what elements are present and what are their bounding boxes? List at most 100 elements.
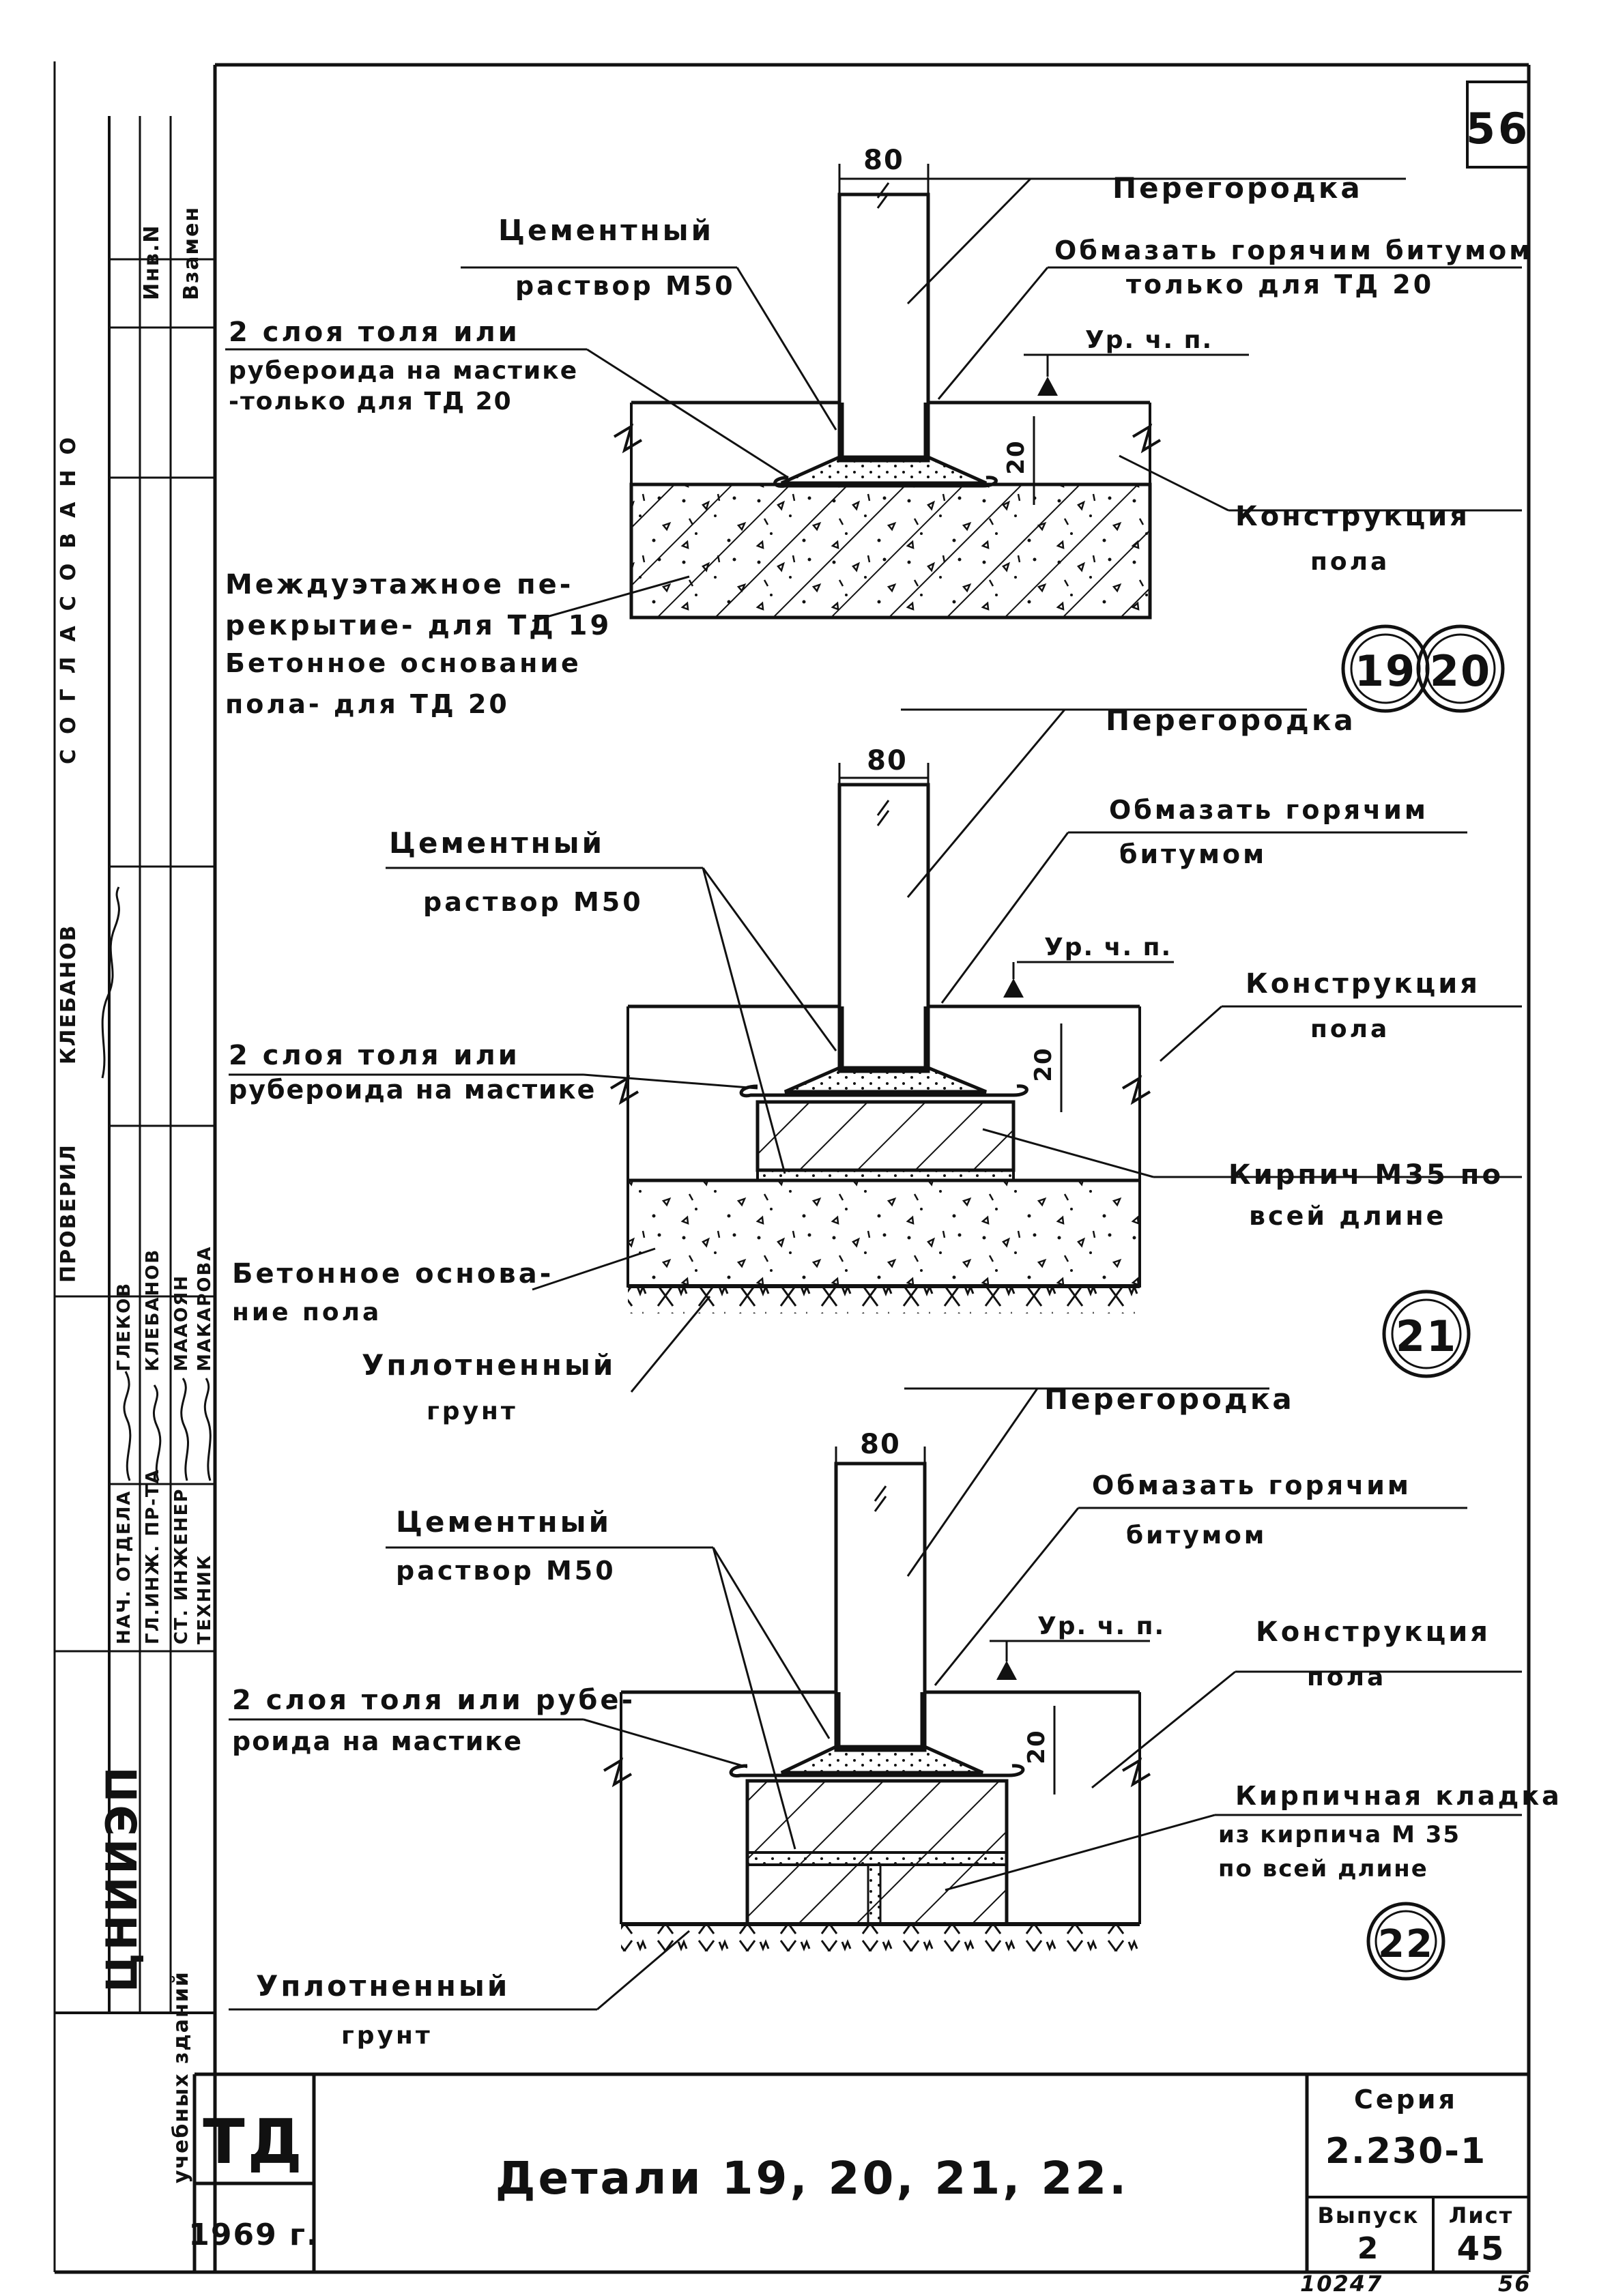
page-number-bottom: 56 [1498,2271,1531,2296]
coat-label-2a: Обмазать горячим [1109,795,1428,825]
stamp-checker-name: КЛЕБАНОВ [57,925,81,1065]
issue-value: 2 [1357,2231,1380,2266]
stamp-institute: ЦНИИЭП [97,1764,147,1992]
coat-label-3a: Обмазать горячим [1092,1470,1411,1500]
detail-mark-21: 21 [1382,1290,1471,1378]
stamp-role-1: НАЧ. ОТДЕЛА [114,1490,134,1644]
title-block: ТД 1969 г. Детали 19, 20, 21, 22. Серия … [188,2072,1529,2272]
series-label: Серия [1354,2084,1458,2115]
floor-level-1: Ур. ч. п. [1085,326,1213,354]
coat-label-1a: Обмазать горячим битумом [1054,235,1533,265]
signature-2 [123,1371,132,1481]
partition-wall-3 [834,1462,927,1752]
mortar-label-1a: Цементный [498,214,714,247]
masonry-label-3c: по всей длине [1218,1855,1428,1883]
coat-label-1b: только для ТД 20 [1126,270,1434,300]
partition-wall-2 [837,783,930,1073]
floor-level-3: Ур. ч. п. [1037,1612,1165,1640]
title-code: ТД [203,2106,305,2178]
signature-3 [153,1384,162,1481]
mortar-label-2a: Цементный [389,826,605,860]
floor-construction-2a: Конструкция [1246,968,1480,1000]
stamp-name-4: МАКАРОВА [195,1246,215,1371]
masonry-label-3b: из кирпича М 35 [1218,1821,1460,1848]
floor-construction-2b: пола [1310,1015,1390,1043]
concrete-base-2 [627,1179,1141,1288]
floor-construction-3a: Конструкция [1256,1616,1491,1648]
slab-label-1c: Бетонное основание [225,648,581,678]
dim-80-2: 80 [867,745,908,776]
detail-mark-20: 20 [1416,624,1505,713]
title-text: Детали 19, 20, 21, 22. [495,2152,1129,2205]
stamp-checked: ПРОВЕРИЛ [57,1144,81,1283]
dim-20-3: 20 [1023,1729,1050,1764]
stamp-approved: СОГЛАСОВАНО [57,422,81,764]
sheet-value: 45 [1457,2230,1506,2268]
slab-label-1d: пола- для ТД 20 [225,689,510,719]
mortar-fillet-3 [780,1745,984,1775]
page-number-box: 56 [1466,81,1530,169]
roofing-layers-1 [773,476,998,488]
svg-text:19: 19 [1355,646,1416,696]
detail-mark-22: 22 [1366,1902,1445,1981]
detail-21: 80 20 Ур. ч. п. Перег [229,703,1522,1425]
stamp-role-3: СТ. ИНЖЕНЕР [171,1488,192,1644]
detail-22: 80 20 Ур. ч. п. Перег [229,1382,1562,2050]
slab-label-1b: рекрытие- для ТД 19 [225,610,611,641]
dim-80-1: 80 [863,145,904,176]
layers-label-1b: рубероида на мастике [229,357,578,385]
soil-label-2b: грунт [427,1397,518,1425]
layers-label-3a: 2 слоя толя или рубе- [232,1685,635,1716]
layers-label-1c: -только для ТД 20 [229,388,513,416]
floor-level-2: Ур. ч. п. [1044,933,1172,961]
layers-label-3b: роида на мастике [232,1726,523,1756]
compacted-soil-2 [628,1286,1140,1313]
partition-label-2: Перегородка [1106,703,1356,737]
coat-label-3b: битумом [1126,1522,1267,1550]
sheet-frame [53,61,1531,2274]
signature-4 [180,1378,190,1481]
coat-label-2b: битумом [1119,839,1267,869]
side-stamp: Инв.N Взамен СОГЛАСОВАНО КЛЕБАНОВ ПРОВЕР… [55,116,215,2183]
mortar-label-3a: Цементный [396,1505,611,1539]
stamp-col-replace: Взамен [179,206,203,300]
stamp-col-inv: Инв.N [140,224,164,300]
stamp-name-1: ГЛЕКОВ [114,1282,134,1371]
mortar-fillet-1 [780,455,988,485]
stamp-institute-sub: учебных зданий [169,1971,193,2183]
dim-20-2: 20 [1030,1047,1057,1081]
sheet-label: Лист [1449,2203,1514,2228]
soil-label-2a: Уплотненный [362,1348,616,1382]
signature-5 [203,1378,212,1481]
partition-label-1: Перегородка [1112,171,1363,205]
layers-label-1a: 2 слоя толя или [229,317,520,348]
stamp-name-3: МААОЯН [171,1275,192,1371]
stamp-role-4: ТЕХНИК [195,1554,215,1644]
stamp-role-2: ГЛ.ИНЖ. ПР-ТА [143,1468,163,1644]
svg-text:22: 22 [1378,1922,1434,1966]
issue-label: Выпуск [1318,2203,1420,2228]
mortar-label-3b: раствор М50 [396,1556,616,1586]
svg-text:21: 21 [1396,1311,1457,1361]
detail-19-20: 80 20 Ур. ч. п. Перегородка Обмазать гор… [225,145,1533,719]
floor-construction-3b: пола [1307,1663,1386,1691]
page-number: 56 [1466,104,1530,154]
mortar-label-2b: раствор М50 [423,887,644,917]
floor-construction-1a: Конструкция [1235,501,1470,532]
archive-number: 10247 [1300,2271,1383,2296]
roofing-layers-3 [729,1764,1025,1778]
title-year: 1969 г. [188,2218,319,2252]
brick-label-2b: всей длине [1249,1201,1446,1231]
base-label-2b: ние пола [232,1298,382,1326]
mortar-label-1b: раствор М50 [515,271,736,301]
partition-label-3: Перегородка [1044,1382,1295,1416]
partition-wall-1 [837,192,930,463]
detail-mark-19: 19 [1341,624,1430,713]
series-value: 2.230-1 [1325,2131,1486,2172]
base-label-2a: Бетонное основа- [232,1258,553,1290]
masonry-label-3a: Кирпичная кладка [1235,1781,1562,1811]
mortar-fillet-2 [783,1066,987,1094]
dim-20-1: 20 [1003,439,1030,474]
roofing-layers-2 [739,1084,1028,1098]
